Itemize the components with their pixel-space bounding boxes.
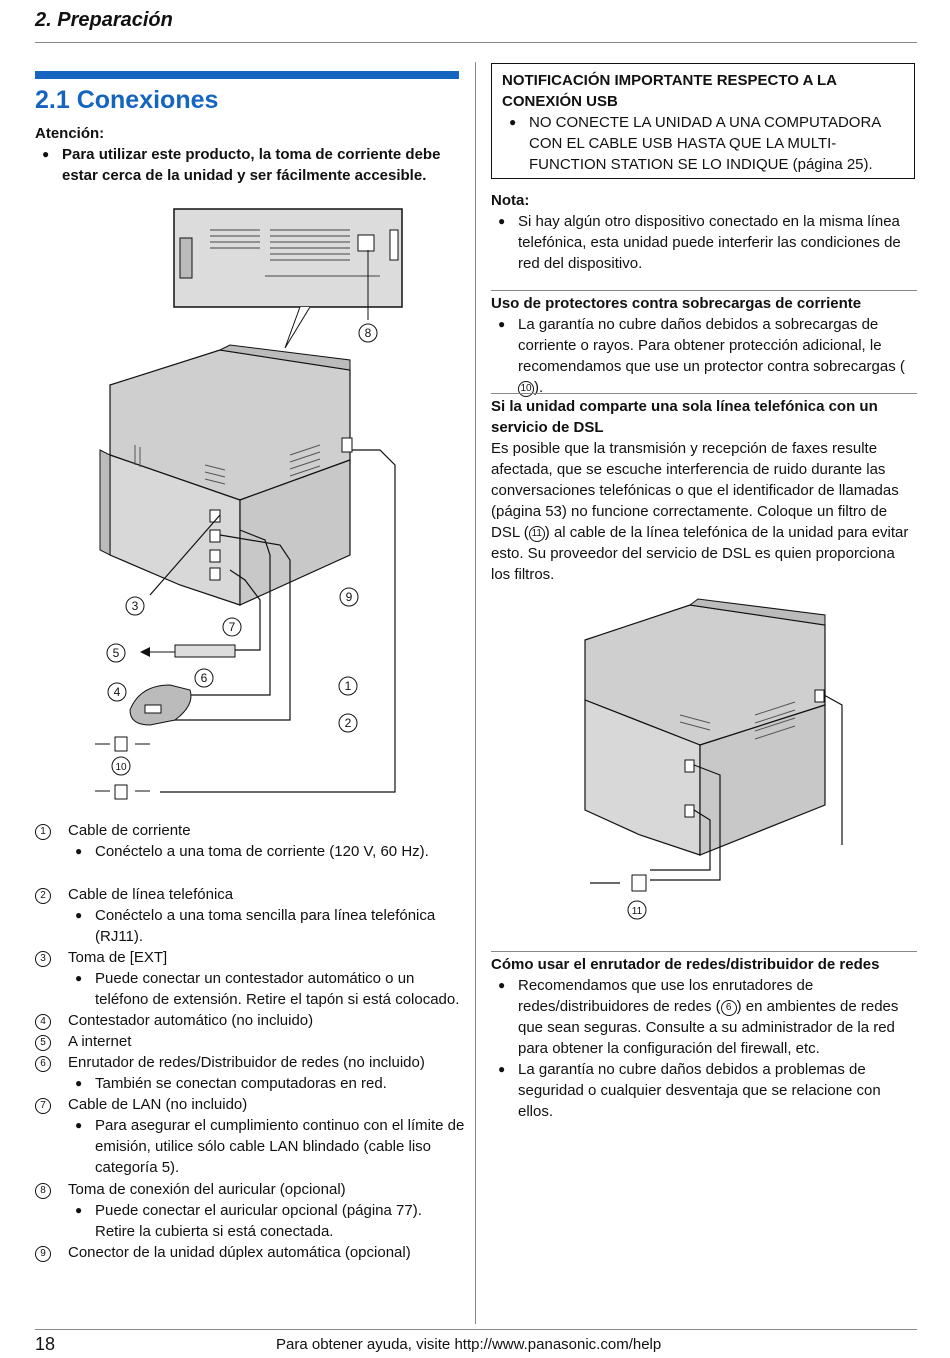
nota-label: Nota: <box>491 192 530 209</box>
column-divider <box>475 62 476 1324</box>
legend-item-4: 4 Contestador automático (no incluido) <box>35 1010 465 1031</box>
callout-1 <box>338 676 358 696</box>
legend-item-3: 3 Toma de [EXT] Puede conectar un contes… <box>35 947 465 1010</box>
handset-jack-icon <box>357 234 375 252</box>
legend-item-8: 8 Toma de conexión del auricular (opcion… <box>35 1179 465 1242</box>
surge-title: Uso de protectores contra sobrecargas de… <box>491 295 862 312</box>
legend-item-9: 9 Conector de la unidad dúplex automátic… <box>35 1242 465 1263</box>
section-title: 2.1 Conexiones <box>35 86 219 114</box>
usb-notice-box: NOTIFICACIÓN IMPORTANTE RESPECTO A LA CO… <box>491 63 915 179</box>
dsl-text: Es posible que la transmisión y recepció… <box>491 440 909 583</box>
legend-item-6: 6 Enrutador de redes/Distribuidor de red… <box>35 1052 465 1094</box>
svg-text:1: 1 <box>345 679 352 693</box>
router-bullet-2: La garantía no cubre daños debidos a pro… <box>491 1059 917 1122</box>
dsl-filter-illustration <box>631 874 647 892</box>
callout-6 <box>194 668 214 688</box>
callout-5 <box>106 643 126 663</box>
connection-diagram: 8 9 1 2 3 7 5 6 4 10 <box>95 208 403 800</box>
printer-back <box>239 459 351 606</box>
surge-bullet: La garantía no cubre daños debidos a sob… <box>491 314 917 398</box>
dsl-block: Si la unidad comparte una sola línea tel… <box>491 396 917 585</box>
printer-back <box>699 704 826 856</box>
attention-block: Atención: Para utilizar este producto, l… <box>35 123 455 186</box>
router-block: Cómo usar el enrutador de redes/distribu… <box>491 954 917 1122</box>
divider-router <box>491 951 917 952</box>
header-rule <box>35 42 917 43</box>
page-header-title: 2. Preparación <box>35 9 173 31</box>
legend-item-2: 2 Cable de línea telefónica Conéctelo a … <box>35 884 465 947</box>
svg-text:10: 10 <box>115 762 127 773</box>
nota-block: Nota: Si hay algún otro dispositivo cone… <box>491 190 916 274</box>
usb-notice-bullet: NO CONECTE LA UNIDAD A UNA COMPUTADORA C… <box>502 112 904 175</box>
svg-text:4: 4 <box>114 685 121 699</box>
svg-text:2: 2 <box>345 716 352 730</box>
legend-item-7: 7 Cable de LAN (no incluido) Para asegur… <box>35 1094 465 1178</box>
attention-bullet: Para utilizar este producto, la toma de … <box>35 144 455 186</box>
inset-panel <box>173 208 403 308</box>
usb-notice-title: NOTIFICACIÓN IMPORTANTE RESPECTO A LA CO… <box>502 72 837 110</box>
callout-9 <box>339 587 359 607</box>
surge-block: Uso de protectores contra sobrecargas de… <box>491 293 917 398</box>
section-accent-bar <box>35 71 459 79</box>
router-bullet-1: Recomendamos que use los enrutadores de … <box>491 975 917 1059</box>
page-number: 18 <box>35 1334 56 1354</box>
legend-item-1: 1 Cable de corriente Conéctelo a una tom… <box>35 820 465 862</box>
svg-text:6: 6 <box>201 671 208 685</box>
router-illustration <box>174 644 236 658</box>
divider-surge <box>491 290 917 291</box>
nota-bullet: Si hay algún otro dispositivo conectado … <box>491 211 916 274</box>
callout-10 <box>111 756 131 776</box>
callout-2 <box>338 713 358 733</box>
svg-text:9: 9 <box>346 590 353 604</box>
callout-4 <box>107 682 127 702</box>
callout-3 <box>125 596 145 616</box>
divider-dsl <box>491 393 917 394</box>
attention-label: Atención: <box>35 125 105 142</box>
svg-text:7: 7 <box>229 620 236 634</box>
footer-help-link[interactable]: Para obtener ayuda, visite http://www.pa… <box>276 1336 662 1353</box>
callout-8 <box>358 323 378 343</box>
svg-text:3: 3 <box>132 599 139 613</box>
svg-text:11: 11 <box>632 906 643 917</box>
svg-text:5: 5 <box>113 646 120 660</box>
printer-side <box>584 699 701 856</box>
callout-7 <box>222 617 242 637</box>
callout-11 <box>627 900 647 920</box>
dsl-filter-diagram: 11 <box>584 598 843 920</box>
svg-text:8: 8 <box>365 326 372 340</box>
footer-rule <box>35 1329 917 1330</box>
legend-item-5: 5 A internet <box>35 1031 465 1052</box>
dsl-title: Si la unidad comparte una sola línea tel… <box>491 398 878 436</box>
router-title: Cómo usar el enrutador de redes/distribu… <box>491 956 880 973</box>
